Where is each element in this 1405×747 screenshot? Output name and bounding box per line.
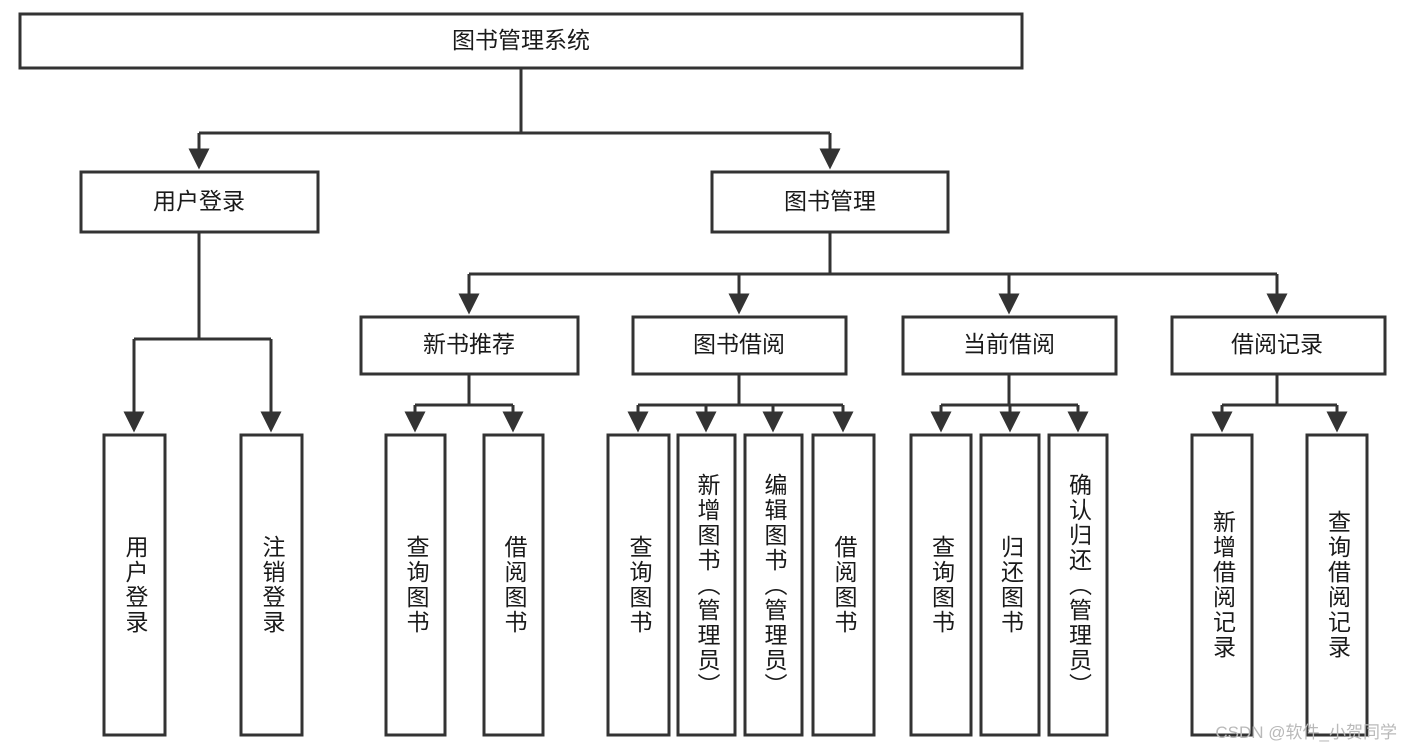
leaf-box-bb-borrow-book[interactable] (811, 433, 876, 737)
node-book-borrow-box[interactable] (631, 315, 848, 376)
node-user-login-box[interactable] (79, 170, 320, 234)
edges-root-to-level2 (188, 68, 841, 170)
leaf-box-nbr-query-book[interactable] (384, 433, 447, 737)
node-current-borrow[interactable]: 当前借阅 (901, 315, 1118, 376)
edges-borrow-record-to-leaves (1211, 374, 1348, 433)
node-book-borrow-label: 图书借阅 (693, 331, 785, 357)
leaf-box-bb-query-book[interactable] (606, 433, 671, 737)
leaf-box-bb-edit-book-admin[interactable] (743, 433, 804, 737)
leaf-box-logout-login[interactable] (239, 433, 304, 737)
leaf-box-cb-confirm-return-admin[interactable] (1047, 433, 1109, 737)
node-borrow-record[interactable]: 借阅记录 (1170, 315, 1387, 376)
leaf-box-bb-add-book-admin[interactable] (676, 433, 737, 737)
node-borrow-record-label: 借阅记录 (1231, 331, 1323, 357)
node-new-book-recommend-box[interactable] (359, 315, 580, 376)
edges-new-book-recommend-to-leaves (404, 374, 524, 433)
node-root-box[interactable] (18, 12, 1024, 70)
node-book-manage-box[interactable] (710, 170, 950, 234)
leaf-box-cb-return-book[interactable] (979, 433, 1041, 737)
leaf-box-cb-query-book[interactable] (909, 433, 973, 737)
edges-user-login-to-leaves (123, 232, 282, 433)
csdn-watermark: CSDN @软件_小贺同学 (1215, 723, 1397, 742)
node-book-manage[interactable]: 图书管理 (710, 170, 950, 234)
edges-current-borrow-to-leaves (930, 374, 1089, 433)
leaf-box-br-add-record[interactable] (1190, 433, 1254, 737)
leaf-box-br-query-record[interactable] (1305, 433, 1369, 737)
node-user-login-label: 用户登录 (153, 188, 245, 214)
node-book-manage-label: 图书管理 (784, 188, 876, 214)
node-root-label: 图书管理系统 (452, 27, 590, 53)
edges-book-manage-to-level3 (458, 232, 1288, 315)
leaf-box-nbr-borrow-book[interactable] (482, 433, 545, 737)
edges-book-borrow-to-leaves (627, 374, 854, 433)
node-book-borrow[interactable]: 图书借阅 (631, 315, 848, 376)
node-new-book-recommend[interactable]: 新书推荐 (359, 315, 580, 376)
node-current-borrow-box[interactable] (901, 315, 1118, 376)
node-root[interactable]: 图书管理系统 (18, 12, 1024, 70)
node-borrow-record-box[interactable] (1170, 315, 1387, 376)
node-user-login[interactable]: 用户登录 (79, 170, 320, 234)
node-current-borrow-label: 当前借阅 (963, 331, 1055, 357)
leaf-box-user-login[interactable] (102, 433, 167, 737)
node-new-book-recommend-label: 新书推荐 (423, 331, 515, 357)
